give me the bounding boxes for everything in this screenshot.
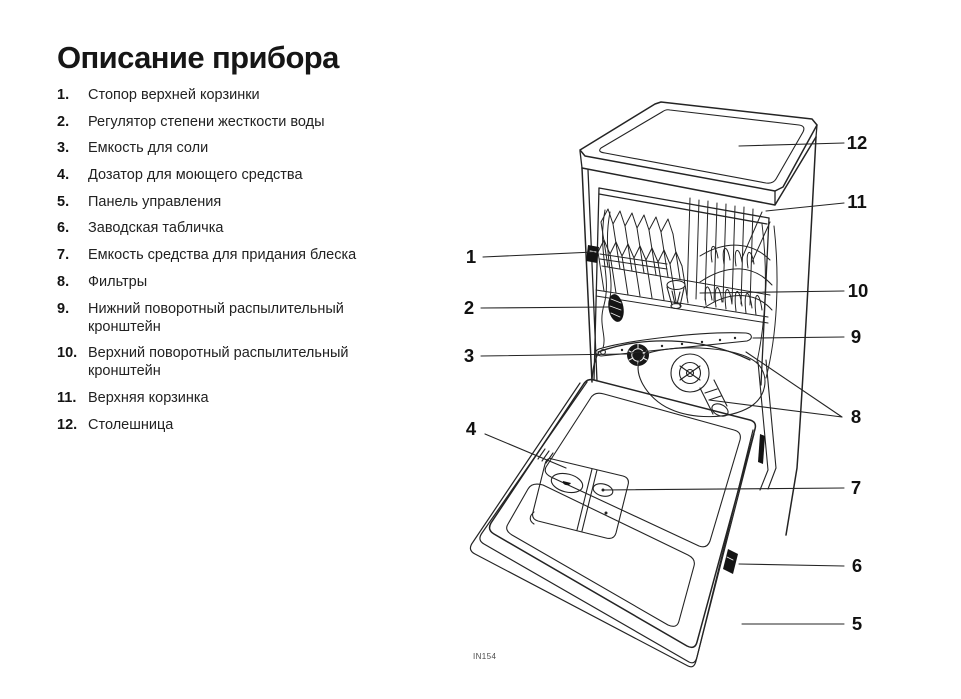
parts-list-item: 2. Регулятор степени жесткости воды — [57, 113, 407, 131]
softener-mark — [608, 294, 624, 322]
item-label: Нижний поворотный распылительный кронште… — [88, 300, 344, 335]
item-number: 7. — [57, 247, 70, 264]
item-number: 6. — [57, 220, 70, 237]
item-number: 11. — [57, 389, 77, 406]
item-number: 9. — [57, 300, 70, 317]
item-number: 1. — [57, 87, 70, 103]
parts-list-item: 4. Дозатор для моющего средства — [57, 166, 407, 184]
cabinet-lines — [581, 136, 817, 536]
item-number: 10. — [57, 345, 78, 362]
parts-list-item: 12. Столешница — [57, 416, 407, 434]
item-label: Дозатор для моющего средства — [88, 167, 303, 184]
item-label: Емкость средства для придания блеска — [88, 247, 357, 264]
rating-plate-mark — [723, 549, 738, 574]
item-label: Стопор верхней корзинки — [88, 87, 260, 103]
parts-list-item: 11. Верхняя корзинка — [57, 389, 407, 407]
item-number: 12. — [57, 416, 78, 433]
callout-11: 11 — [847, 190, 867, 212]
item-number: 4. — [57, 167, 70, 184]
basket-stop-mark — [586, 245, 599, 263]
hinge-strip-lines — [757, 359, 777, 491]
parts-list-item: 9. Нижний поворотный распылительный кронш… — [57, 300, 407, 336]
upper-spray-arm-lines — [666, 279, 686, 310]
callout-10: 10 — [847, 279, 869, 301]
callout-3: 3 — [463, 344, 475, 366]
countertop-lines — [579, 101, 818, 206]
parts-list-item: 1. Стопор верхней корзинки — [57, 86, 407, 104]
parts-list-item: 5. Панель управления — [57, 193, 407, 211]
item-label: Емкость для соли — [88, 140, 209, 157]
item-label: Столешница — [88, 416, 174, 433]
item-number: 2. — [57, 113, 70, 130]
item-label: Верхняя корзинка — [88, 389, 209, 406]
item-number: 3. — [57, 140, 70, 157]
page-title: Описание прибора — [57, 40, 339, 75]
parts-list-item: 7. Емкость средства для придания блеска — [57, 246, 407, 264]
figure-code: IN154 — [473, 652, 497, 661]
parts-list-item: 10. Верхний поворотный распылительный кро… — [57, 344, 407, 380]
callout-12: 12 — [846, 131, 868, 153]
item-label: Верхний поворотный распылительный кроншт… — [88, 345, 349, 380]
parts-list: 1. Стопор верхней корзинки 2. Регулятор ст… — [57, 86, 407, 442]
callout-8: 8 — [850, 405, 862, 427]
lower-spray-arm-lines — [595, 332, 752, 357]
parts-list-item: 6. Заводская табличка — [57, 219, 407, 237]
parts-list-item: 3. Емкость для соли — [57, 139, 407, 157]
callout-1: 1 — [465, 245, 477, 267]
callout-6: 6 — [851, 554, 863, 576]
parts-list-item: 8. Фильтры — [57, 273, 407, 291]
dispenser-lines — [529, 448, 629, 539]
callout-7: 7 — [850, 476, 862, 498]
callout-2: 2 — [463, 296, 475, 318]
upper-basket-lines — [595, 197, 773, 324]
item-number: 5. — [57, 193, 70, 210]
callout-4: 4 — [465, 417, 477, 439]
door-lines — [469, 378, 757, 668]
item-label: Фильтры — [88, 273, 148, 290]
item-label: Панель управления — [88, 193, 222, 210]
item-label: Заводская табличка — [88, 220, 224, 237]
item-label: Регулятор степени жесткости воды — [88, 113, 325, 130]
item-number: 8. — [57, 273, 70, 290]
leader-lines — [480, 142, 845, 625]
callout-9: 9 — [850, 325, 862, 347]
callout-5: 5 — [851, 612, 863, 634]
